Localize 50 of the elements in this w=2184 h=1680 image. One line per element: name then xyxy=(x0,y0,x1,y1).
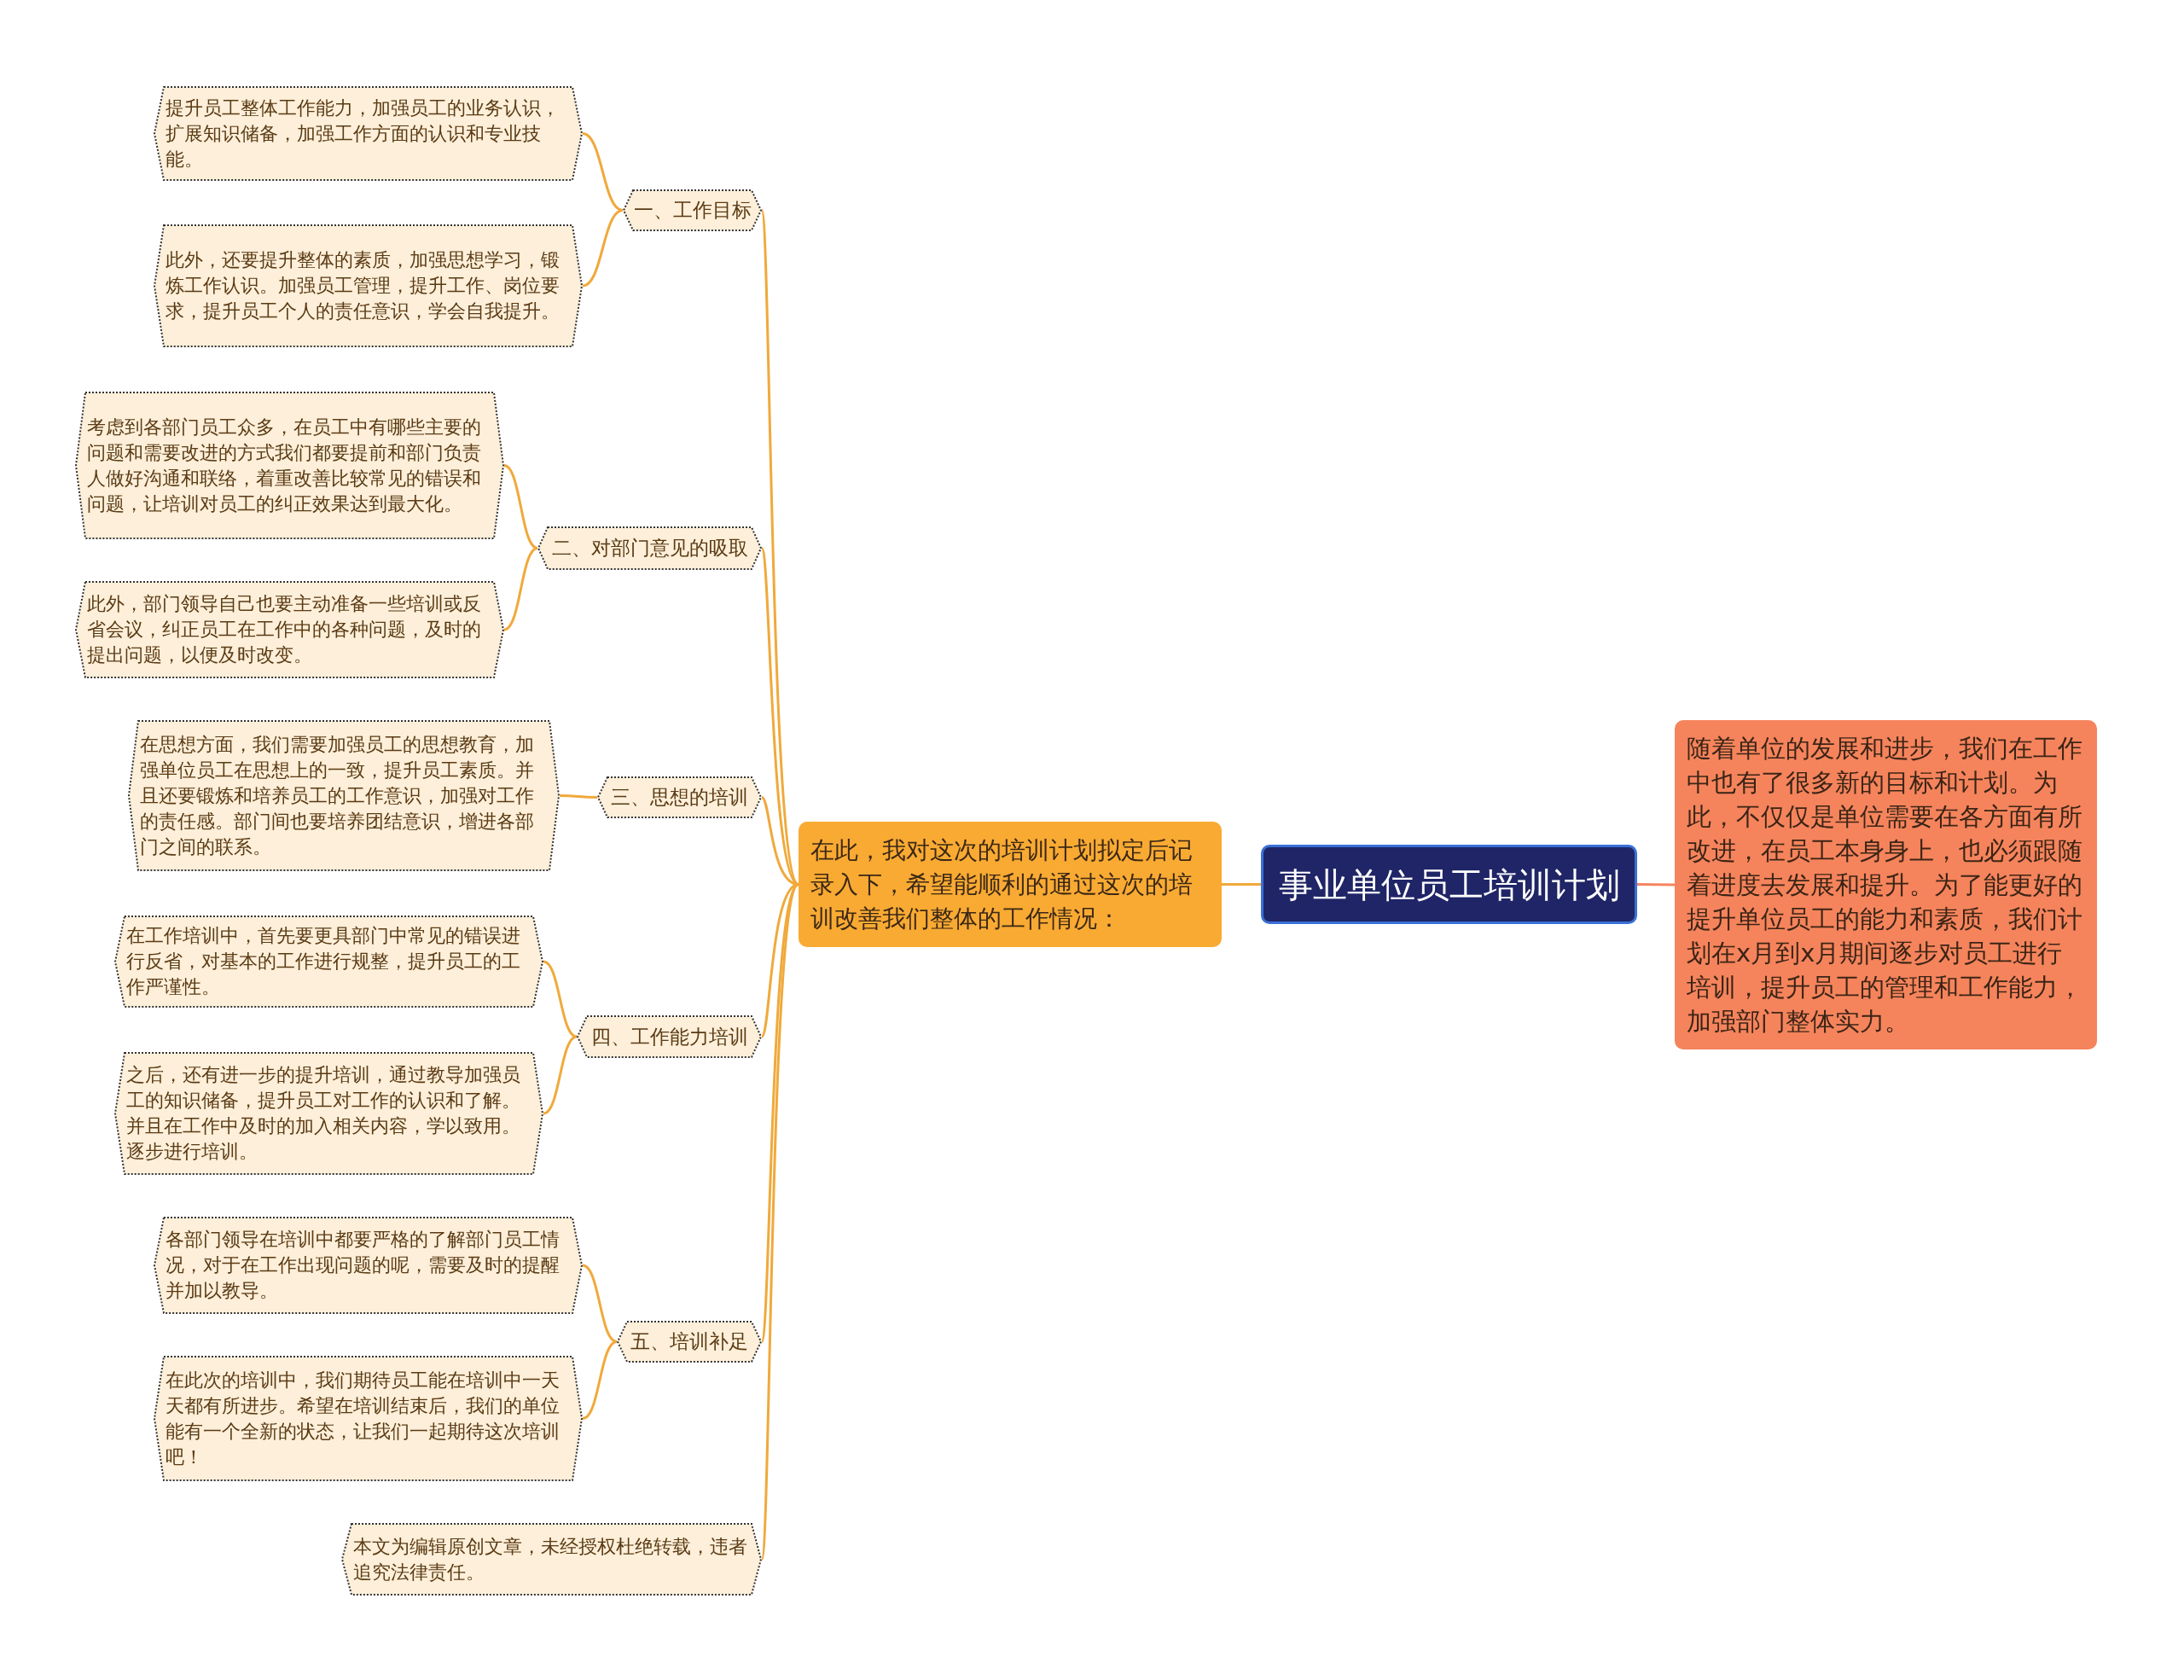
connector-line xyxy=(582,132,624,212)
topic-text: 提升员工整体工作能力，加强员工的业务认识，扩展知识储备，加强工作方面的认识和专业技能。 xyxy=(166,96,561,171)
topic-text: 本文为编辑原创文章，未经授权杜绝转载，违者追究法律责任。 xyxy=(353,1534,748,1584)
detail-card xyxy=(154,1217,583,1314)
connector-line xyxy=(760,883,800,1342)
topic-text: 四、工作能力培训 xyxy=(590,1024,748,1049)
topic-text: 五、培训补足 xyxy=(630,1329,748,1354)
topic-card xyxy=(799,822,1222,947)
topic-text: 在此次的培训中，我们期待员工能在培训中一天天都有所进步。希望在培训结束后，我们的单位能有一个全新的状态，让我们一起期待这次培训吧！ xyxy=(166,1368,561,1469)
connector-line xyxy=(543,960,578,1038)
branch-topic xyxy=(577,1015,762,1058)
topic-text: 在工作培训中，首先要更具部门中常见的错误进行反省，对基本的工作进行规整，提升员工的工作严谨性。 xyxy=(126,924,521,999)
topic-text: 一、工作目标 xyxy=(633,198,752,223)
detail-card xyxy=(114,916,543,1008)
topic-text: 在此，我对这次的培训计划拟定后记录入下，希望能顺利的通过这次的培训改善我们整体的工作情况： xyxy=(810,834,1194,934)
central-topic xyxy=(1261,845,1637,924)
detail-card xyxy=(154,86,583,181)
connector-line xyxy=(760,883,799,1038)
connector-line xyxy=(1637,883,1675,887)
detail-card xyxy=(154,1356,583,1481)
detail-card xyxy=(75,581,504,678)
topic-text: 此外，部门领导自己也要主动准备一些培训或反省会议，纠正员工在工作中的各种问题，及时的提出问题，以便及时改变。 xyxy=(87,592,482,667)
connector-line xyxy=(582,1264,618,1343)
connector-line xyxy=(503,464,538,549)
topic-text: 在思想方面，我们需要加强员工的思想教育，加强单位员工在思想上的一致，提升员工素质。并且还要锻炼和培养员工的工作意识，加强对工作的责任感。部门间也要培养团结意识，增进各部门之间的联系。 xyxy=(140,732,535,859)
connector-line xyxy=(760,210,800,886)
branch-topic xyxy=(597,776,762,818)
connector-line xyxy=(760,883,800,1560)
topic-text: 事业单位员工培训计划 xyxy=(1278,863,1620,906)
branch-topic xyxy=(617,1321,762,1363)
connector-line xyxy=(582,209,624,288)
topic-text: 各部门领导在培训中都要严格的了解部门员工情况，对于在工作出现问题的呢，需要及时的提醒并加以教导。 xyxy=(166,1228,561,1303)
connector-line xyxy=(1222,883,1261,886)
topic-text: 考虑到各部门员工众多，在员工中有哪些主要的问题和需要改进的方式我们都要提前和部门负责人做好沟通和联络，着重改善比较常见的错误和问题，让培训对员工的纠正效果达到最大化。 xyxy=(87,415,482,516)
branch-topic xyxy=(537,526,762,570)
topic-text: 之后，还有进一步的提升培训，通过教导加强员工的知识储备，提升员工对工作的认识和了解。并且在工作中及时的加入相关内容，学以致用。逐步进行培训。 xyxy=(126,1063,521,1164)
connector-line xyxy=(503,547,538,631)
branch-topic xyxy=(623,189,762,231)
detail-card xyxy=(341,1523,762,1596)
detail-card xyxy=(154,224,583,347)
connector-line xyxy=(543,1035,578,1115)
topic-text: 二、对部门意见的吸取 xyxy=(551,536,748,561)
topic-text: 此外，还要提升整体的素质，加强思想学习，锻炼工作认识。加强员工管理，提升工作、岗位要求，提升员工个人的责任意识，学会自我提升。 xyxy=(166,248,561,323)
topic-text: 随着单位的发展和进步，我们在工作中也有了很多新的目标和计划。为此，不仅仅是单位需要在各方面有所改进，在员工本身身上，也必须跟随着进度去发展和提升。为了能更好的提升单位员工的能力和素质，我们计划在x月到x月期间逐步对员工进行培训，提升员工的管理和工作能力，加强部门整体实力。 xyxy=(1687,733,2083,1038)
detail-card xyxy=(75,392,504,539)
detail-card xyxy=(114,1052,543,1175)
detail-card xyxy=(128,720,560,871)
topic-text: 三、思想的培训 xyxy=(611,785,748,810)
connector-line xyxy=(582,1340,618,1420)
connector-line xyxy=(560,794,597,799)
